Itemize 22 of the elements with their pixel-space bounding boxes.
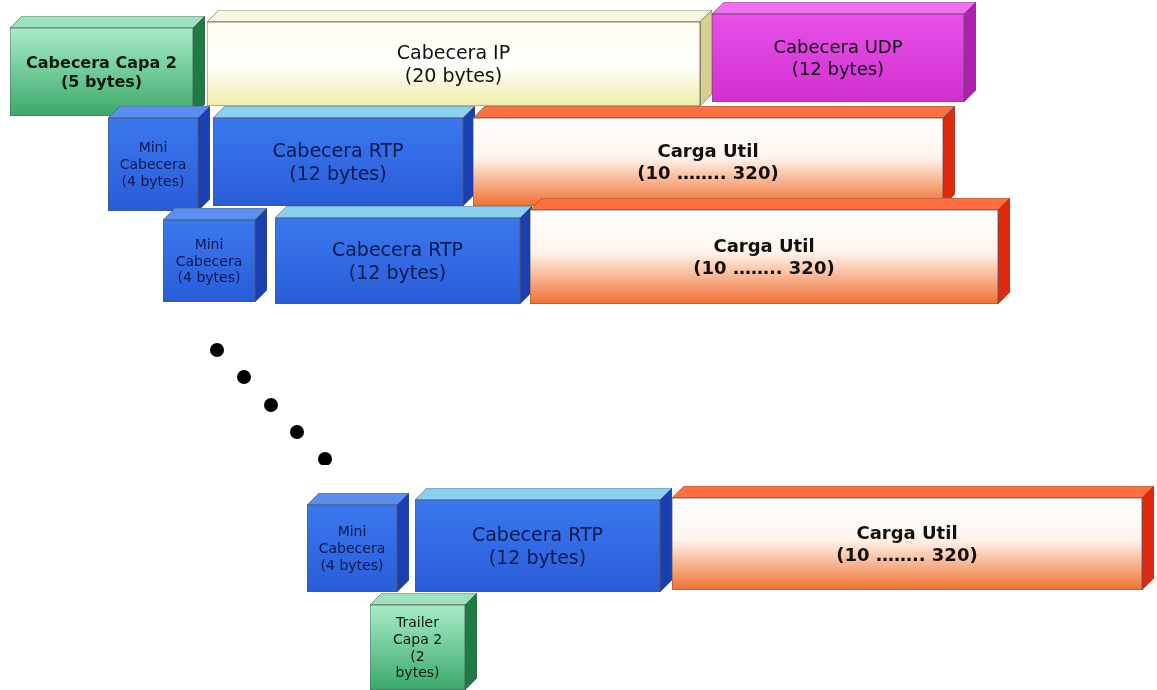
field-label: (12 bytes) [348, 261, 447, 284]
field-label: Cabecera Capa 2 [26, 52, 177, 72]
field-label: Mini Cabecera (4 bytes) [118, 139, 188, 190]
field-label: Cabecera UDP [773, 36, 903, 58]
field-label: (12 bytes) [289, 162, 387, 185]
field-label: Trailer Capa 2 (2 bytes) [391, 613, 444, 682]
field-label: (10 …….. 320) [637, 162, 779, 184]
field-label: Cabecera RTP [272, 139, 404, 162]
field-label: (10 …….. 320) [693, 257, 835, 279]
field-label: (12 bytes) [488, 546, 587, 569]
field-label: Cabecera IP [396, 41, 511, 64]
field-label: Mini Cabecera (4 bytes) [317, 523, 387, 574]
field-label: (10 …….. 320) [836, 544, 978, 566]
field-label: (12 bytes) [791, 58, 885, 80]
field-label: Carga Util [856, 522, 958, 544]
field-label: Carga Util [713, 235, 815, 257]
field-label: Cabecera RTP [331, 238, 464, 261]
field-label: Carga Util [657, 140, 759, 162]
field-label: Cabecera RTP [471, 523, 604, 546]
field-label: (20 bytes) [404, 64, 503, 87]
field-label: (5 bytes) [60, 72, 143, 92]
field-label: Mini Cabecera (4 bytes) [174, 235, 244, 287]
